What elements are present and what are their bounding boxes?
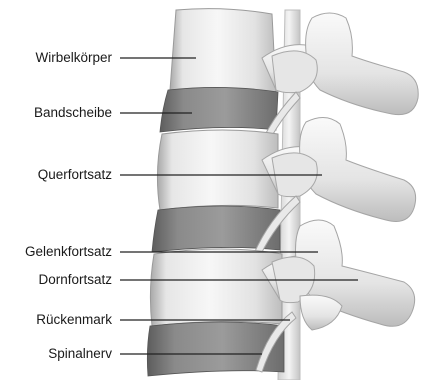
label-vertebral-body: Wirbelkörper bbox=[0, 50, 112, 66]
disc-1 bbox=[160, 87, 278, 132]
label-transverse-process: Querfortsatz bbox=[0, 167, 112, 183]
label-intervertebral-disc: Bandscheibe bbox=[0, 105, 112, 121]
label-spinal-cord: Rückenmark bbox=[0, 312, 112, 328]
label-spinous-process: Dornfortsatz bbox=[0, 272, 112, 288]
label-articular-process: Gelenkfortsatz bbox=[0, 244, 112, 260]
label-spinal-nerve: Spinalnerv bbox=[0, 346, 112, 362]
